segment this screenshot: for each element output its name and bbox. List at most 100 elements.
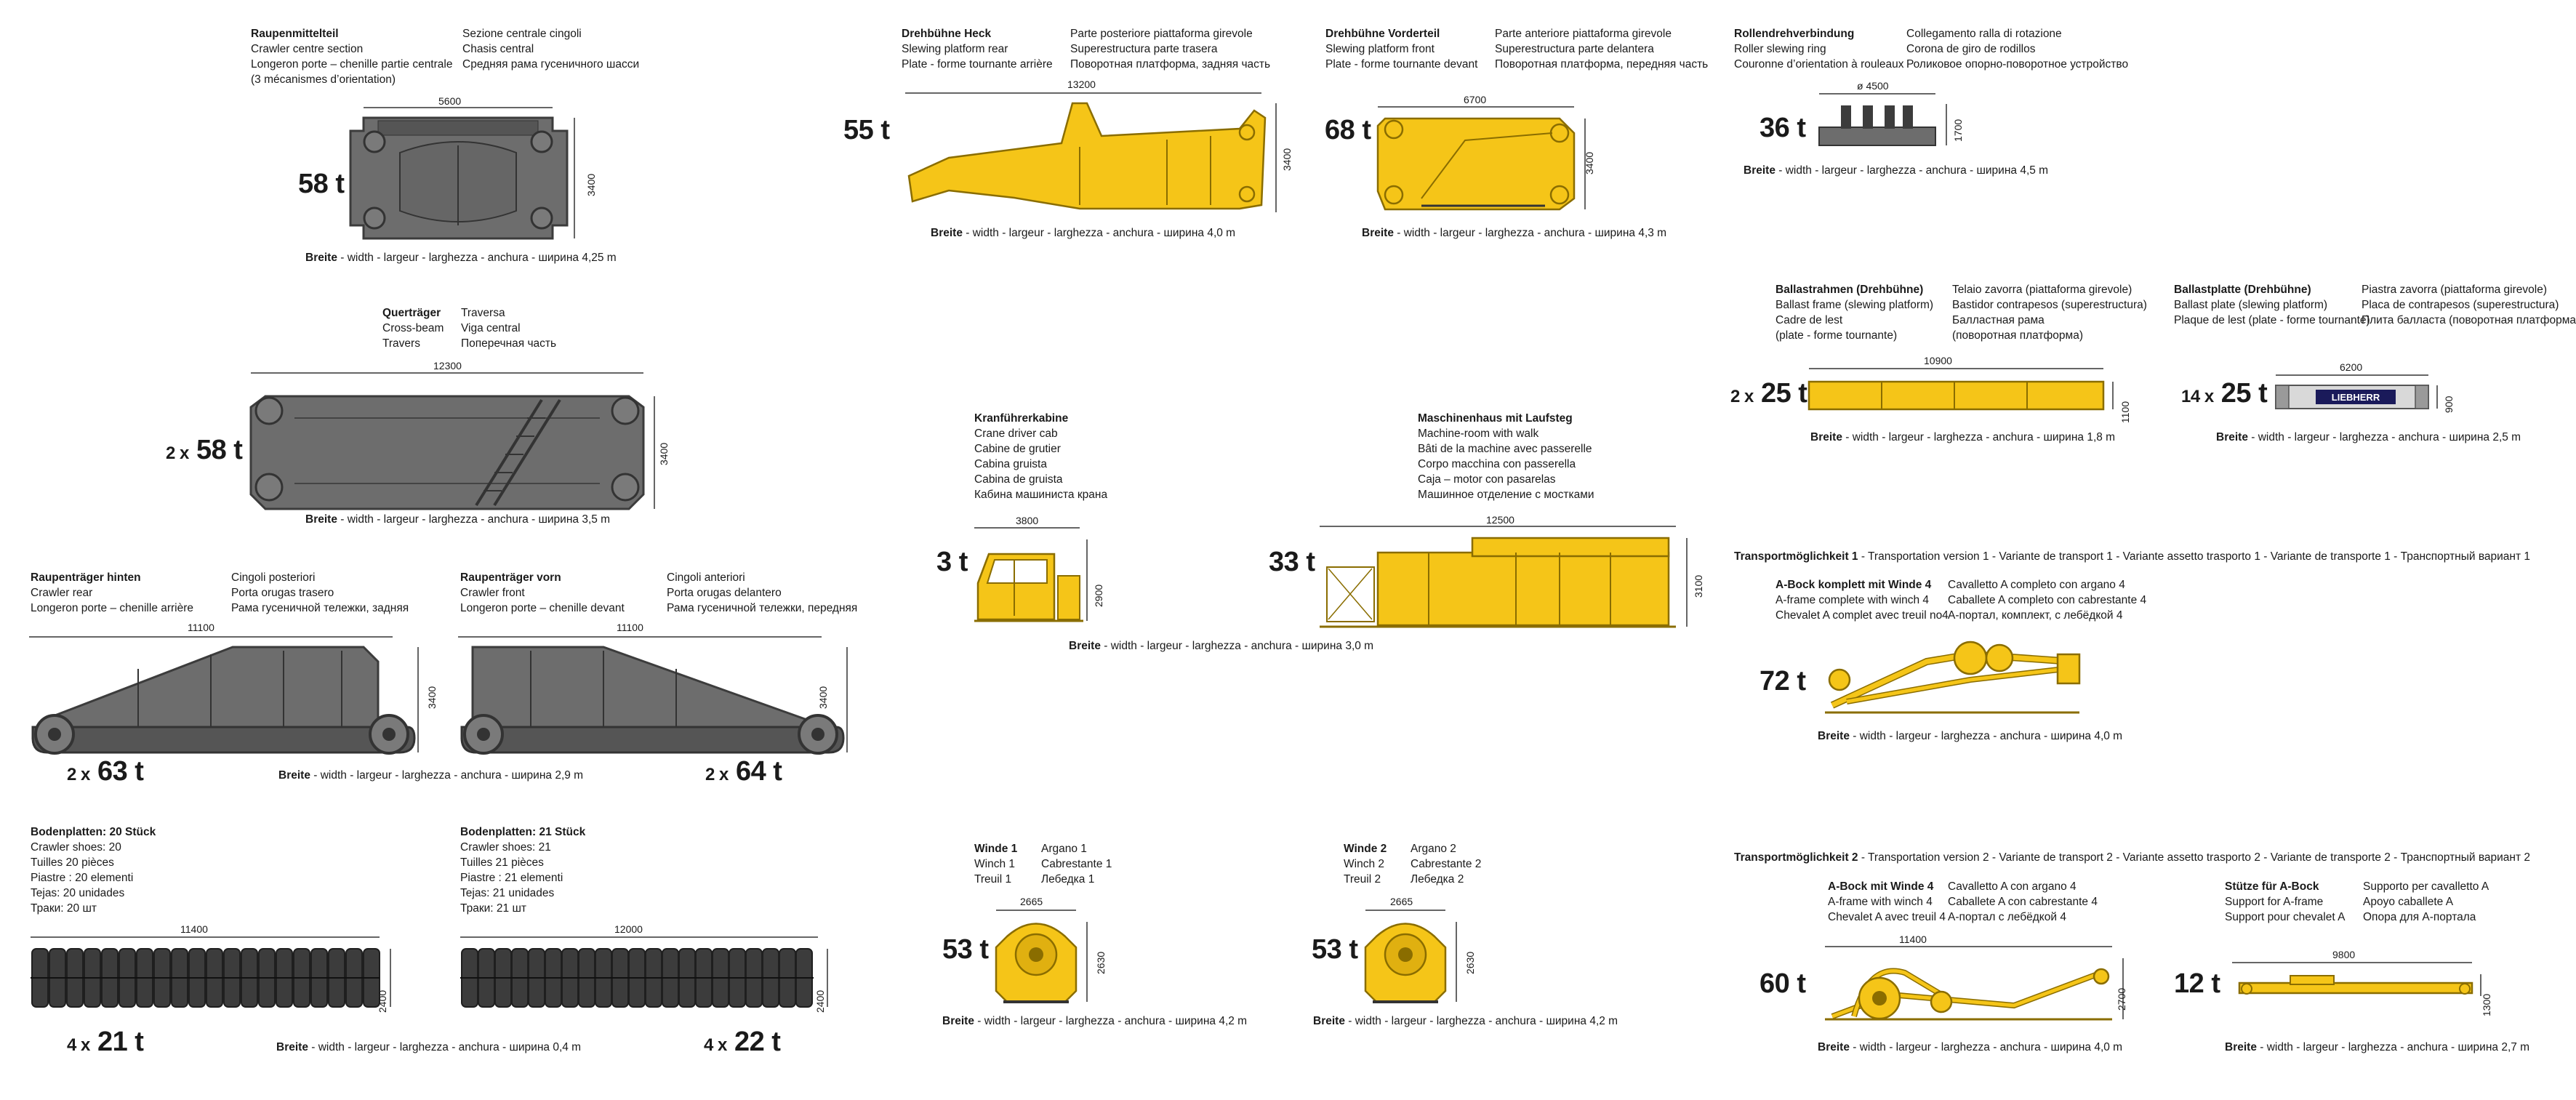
rollendrehverbindung-weight: 36 t <box>1760 113 1806 143</box>
raupenmittelteil-height: 3400 <box>585 173 597 196</box>
raupentraeger-vorn-weight: 2 x 64 t <box>705 756 782 787</box>
winde2-drawing <box>1364 910 1457 1003</box>
quertraeger-weight: 2 x 58 t <box>166 435 243 465</box>
label-it: Cavalletto A completo con argano 4 <box>1948 579 2125 591</box>
component-title: Drehbühne Vorderteil <box>1325 28 1440 40</box>
winde1-weight: 53 t <box>942 934 989 965</box>
label-it: Corpo macchina con passerella <box>1418 458 1576 470</box>
component-title: Bodenplatten: 20 Stück <box>31 826 156 838</box>
transport2-stuetze-drawing <box>2232 962 2481 996</box>
transport2-stuetze-height: 1300 <box>2481 993 2492 1016</box>
label-ru: Кабина машиниста крана <box>974 489 1108 501</box>
rollendrehverbindung-length: ø 4500 <box>1857 80 1889 92</box>
winde1-drawing <box>995 910 1088 1003</box>
rollendrehverbindung-width: Breite - width - largeur - larghezza - a… <box>1744 164 2049 177</box>
winde1-height: 2630 <box>1095 951 1107 974</box>
label-fr: Longeron porte – chenille devant <box>460 602 625 614</box>
label-it: Telaio zavorra (piattaforma girevole) <box>1952 284 2132 296</box>
label-en: Cross-beam <box>382 322 444 334</box>
label-ru: Рама гусеничной тележки, задняя <box>231 602 409 614</box>
drehbuehne-vorderteil-length: 6700 <box>1464 94 1487 105</box>
label-it: Sezione centrale cingoli <box>462 28 582 40</box>
kranfuehrerkabine-weight: 3 t <box>936 547 968 577</box>
maschinenhaus-weight: 33 t <box>1269 547 1315 577</box>
raupentraeger-hinten-length: 11100 <box>188 622 214 633</box>
component-title: Stütze für A-Bock <box>2225 880 2319 893</box>
label-ru: Опора для А-портала <box>2363 911 2476 923</box>
label-ru: Траки: 21 шт <box>460 902 526 915</box>
label-it: Parte posteriore piattaforma girevole <box>1070 28 1253 40</box>
label-en: Machine-room with walk <box>1418 427 1539 440</box>
quertraeger-width: Breite - width - largeur - larghezza - a… <box>305 513 611 526</box>
bodenplatten-20-labels: Bodenplatten: 20 Stück Crawler shoes: 20… <box>31 824 156 916</box>
component-title: Querträger <box>382 307 441 319</box>
label-es: Superestructura parte delantera <box>1495 43 1654 55</box>
label-it: Cingoli anteriori <box>667 571 745 584</box>
component-title: Drehbühne Heck <box>902 28 992 40</box>
label-en: Crane driver cab <box>974 427 1058 440</box>
kranfuehrerkabine-labels: Kranführerkabine Crane driver cab Cabine… <box>974 411 1107 502</box>
raupenmittelteil-width: Breite - width - largeur - larghezza - a… <box>305 252 617 264</box>
label-ru: Поворотная платформа, передняя часть <box>1495 58 1709 71</box>
label-es: Caballete A con cabrestante 4 <box>1948 896 2098 908</box>
rollendrehverbindung-height: 1700 <box>1952 119 1964 142</box>
maschinenhaus-width: Breite - width - largeur - larghezza - a… <box>1069 640 1374 652</box>
label-es: Tejas: 20 unidades <box>31 887 125 899</box>
label-es: Caja – motor con pasarelas <box>1418 473 1556 486</box>
component-title: Rollendrehverbindung <box>1734 28 1855 40</box>
drehbuehne-vorderteil-weight: 68 t <box>1325 115 1371 145</box>
transport1-title: Transportmöglichkeit 1 - Transportation … <box>1734 550 2531 563</box>
label-fr: Chevalet A avec treuil 4 <box>1828 911 1946 923</box>
label-es: Tejas: 21 unidades <box>460 887 555 899</box>
drehbuehne-vorderteil-height: 3400 <box>1584 151 1595 174</box>
label-ru: Машинное отделение с мостками <box>1418 489 1594 501</box>
label-es: Cabrestante 1 <box>1041 858 1112 870</box>
drehbuehne-heck-width: Breite - width - largeur - larghezza - a… <box>931 227 1236 239</box>
transport2-title: Transportmöglichkeit 2 - Transportation … <box>1734 851 2531 864</box>
label-it: Piastra zavorra (piattaforma girevole) <box>2362 284 2547 296</box>
drehbuehne-vorderteil-width: Breite - width - largeur - larghezza - a… <box>1362 227 1667 239</box>
ballastplatte-width: Breite - width - largeur - larghezza - a… <box>2216 431 2521 443</box>
kranfuehrerkabine-length: 3800 <box>1016 515 1039 526</box>
liebherr-logo: LIEBHERR <box>2332 392 2380 403</box>
bodenplatten-21-weight: 4 x 22 t <box>704 1027 781 1057</box>
label-ru: А-портал, комплект, с лебёдкой 4 <box>1948 609 2123 622</box>
label-ru: А-портал с лебёдкой 4 <box>1948 911 2066 923</box>
label-es: Chasis central <box>462 43 534 55</box>
ballastrahmen-width: Breite - width - largeur - larghezza - a… <box>1810 431 2116 443</box>
label-it: Parte anteriore piattaforma girevole <box>1495 28 1672 40</box>
label-fr: Plate - forme tournante arrière <box>902 58 1053 71</box>
ballastrahmen-drawing <box>1807 368 2114 411</box>
ballastplatte-weight: 14 x 25 t <box>2181 378 2268 409</box>
label-es: Cabrestante 2 <box>1411 858 1482 870</box>
raupentraeger-vorn-drawing <box>458 636 848 755</box>
label-fr: Plate - forme tournante devant <box>1325 58 1478 71</box>
label-ru: Рама гусеничной тележки, передняя <box>667 602 858 614</box>
ballastrahmen-height: 1100 <box>2119 401 2131 423</box>
label-it: Traversa <box>461 307 505 319</box>
component-title: Winde 1 <box>974 843 1018 855</box>
label-fr: Chevalet A complet avec treuil no4 <box>1775 609 1949 622</box>
label-fr: Longeron porte – chenille arrière <box>31 602 194 614</box>
bodenplatten-20-height: 2400 <box>377 989 388 1013</box>
transport1-weight: 72 t <box>1760 666 1806 696</box>
winde2-height: 2630 <box>1464 951 1476 974</box>
winde1-width: Breite - width - largeur - larghezza - a… <box>942 1015 1248 1027</box>
label-ru: Роликовое опорно-поворотное устройство <box>1906 58 2129 71</box>
label-it: Argano 1 <box>1041 843 1087 855</box>
label-ru: Балластная рама <box>1952 314 2045 326</box>
raupentraeger-hinten-drawing <box>29 636 419 755</box>
bodenplatten-21-height: 2400 <box>814 989 826 1013</box>
component-title: Kranführerkabine <box>974 412 1069 425</box>
label-es: Cabina de gruista <box>974 473 1063 486</box>
bodenplatten-21-length: 12000 <box>614 923 643 935</box>
transport2-abock-drawing <box>1825 946 2124 1021</box>
raupentraeger-hinten-height: 3400 <box>426 686 438 709</box>
raupentraeger-vorn-height: 3400 <box>817 686 829 709</box>
label-fr: Cabine de grutier <box>974 443 1061 455</box>
label-es: Corona de giro de rodillos <box>1906 43 2036 55</box>
label-ru: Лебедка 1 <box>1041 873 1095 886</box>
label-fr: Plaque de lest (plate - forme tournante) <box>2174 314 2370 326</box>
component-title: Ballastplatte (Drehbühne) <box>2174 284 2311 296</box>
drehbuehne-heck-drawing <box>905 92 1277 212</box>
